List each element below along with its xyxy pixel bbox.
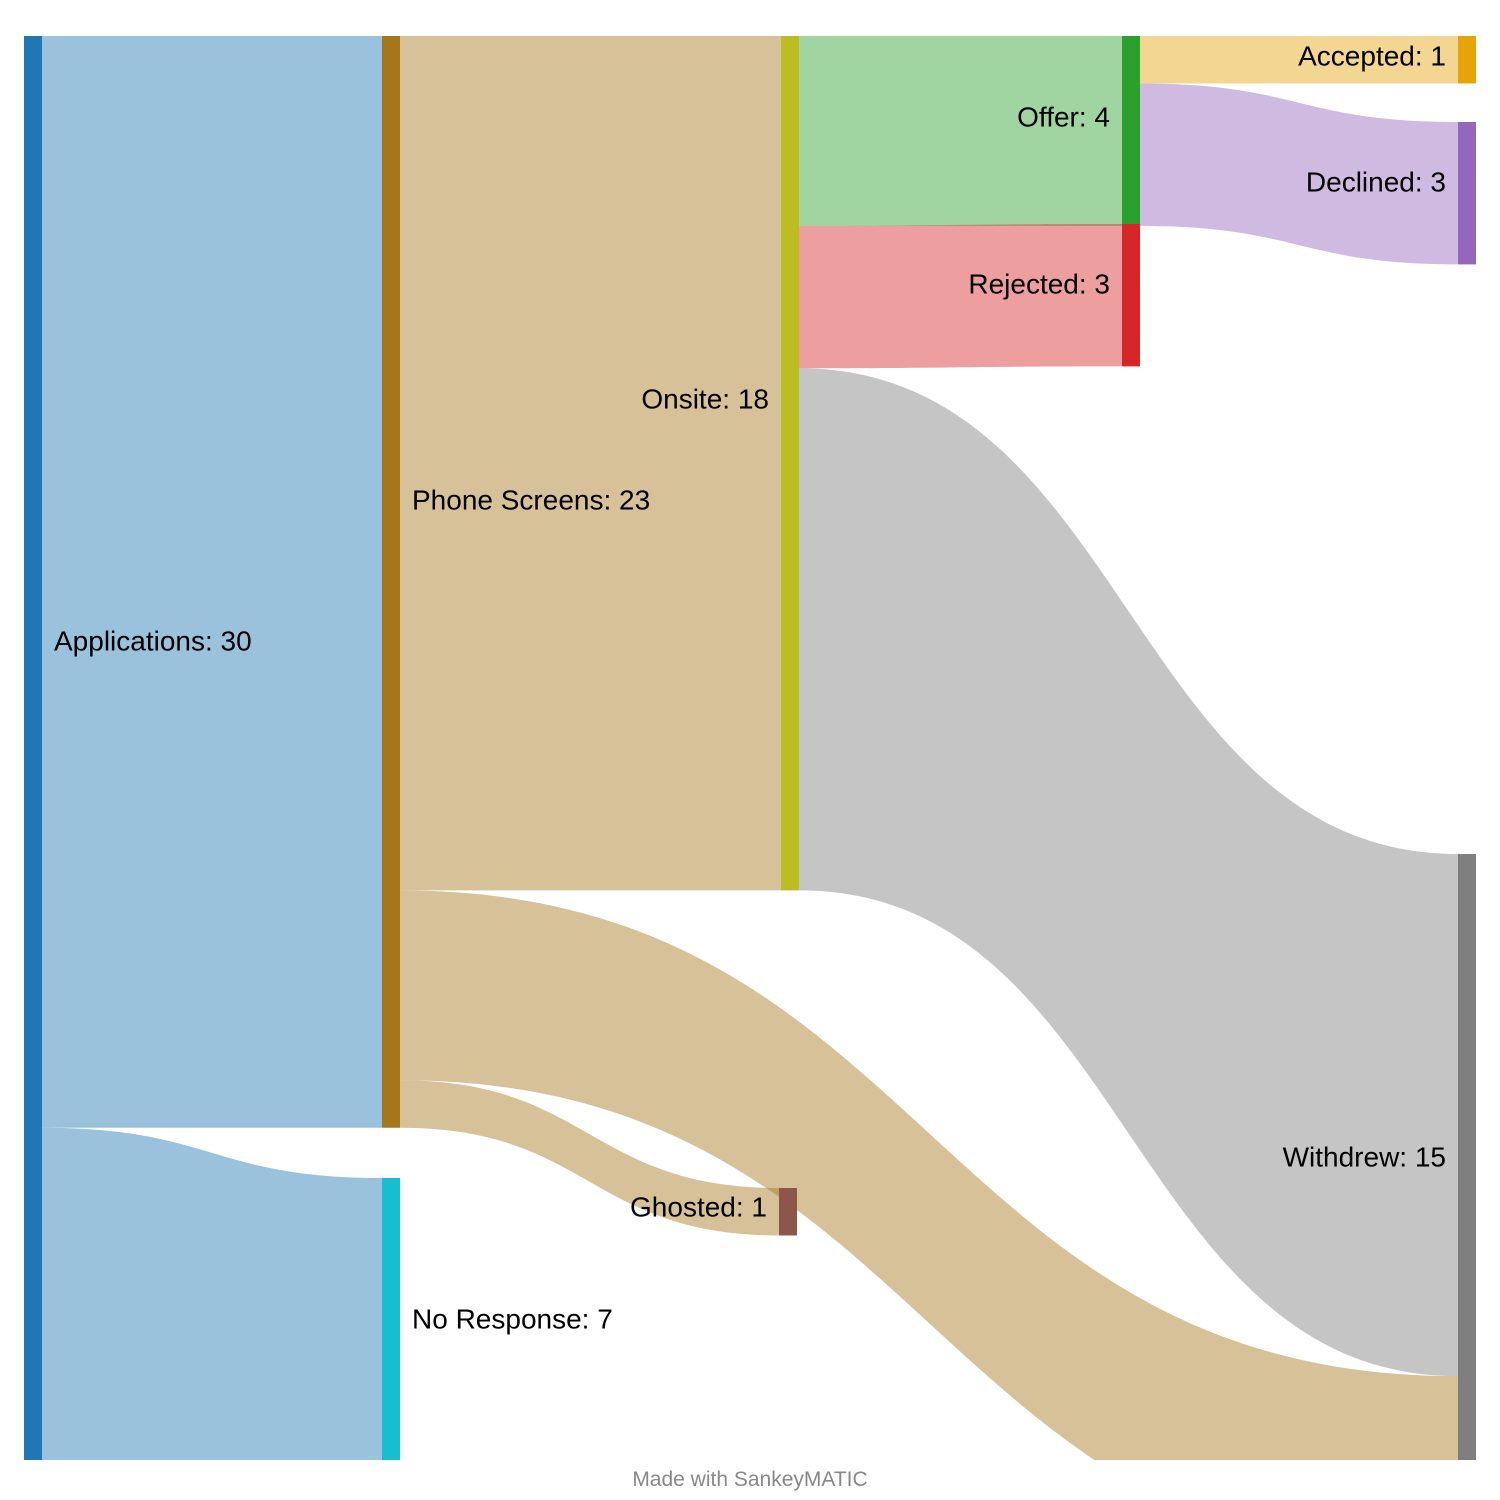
- node-label-phone_screens: Phone Screens: 23: [412, 485, 650, 516]
- node-accepted: [1458, 36, 1476, 84]
- node-label-ghosted: Ghosted: 1: [630, 1192, 767, 1223]
- node-applications: [24, 36, 42, 1460]
- node-rejected: [1122, 224, 1140, 367]
- node-offer: [1122, 36, 1140, 226]
- link-phone_screens-to-withdrew: [400, 890, 1458, 1500]
- link-offer-to-accepted: [1140, 36, 1458, 84]
- node-no_response: [382, 1178, 400, 1500]
- node-declined: [1458, 122, 1476, 265]
- footer-credit: Made with SankeyMATIC: [632, 1468, 868, 1491]
- labels-layer: Applications: 30 Phone Screens: 23 No Resp…: [54, 41, 1446, 1335]
- link-applications-to-no_response: [42, 1127, 382, 1500]
- link-offer-to-declined: [1140, 83, 1458, 265]
- node-label-rejected: Rejected: 3: [968, 269, 1110, 300]
- node-phone_screens: [382, 36, 400, 1128]
- link-onsite-to-rejected: [799, 224, 1122, 369]
- node-label-onsite: Onsite: 18: [641, 384, 769, 415]
- link-onsite-to-withdrew: [799, 368, 1458, 1377]
- nodes-layer: [24, 36, 1476, 1500]
- node-onsite: [781, 36, 799, 891]
- node-ghosted: [779, 1188, 797, 1236]
- node-label-offer: Offer: 4: [1017, 102, 1110, 133]
- links-layer: [42, 36, 1458, 1500]
- node-label-declined: Declined: 3: [1306, 167, 1446, 198]
- node-label-applications: Applications: 30: [54, 626, 252, 657]
- link-onsite-to-offer: [799, 36, 1122, 226]
- link-phone_screens-to-onsite: [400, 36, 781, 891]
- node-label-withdrew: Withdrew: 15: [1283, 1142, 1446, 1173]
- node-label-no_response: No Response: 7: [412, 1304, 613, 1335]
- node-label-accepted: Accepted: 1: [1298, 41, 1446, 72]
- node-withdrew: [1458, 854, 1476, 1500]
- link-phone_screens-to-ghosted: [400, 1080, 779, 1236]
- link-applications-to-phone_screens: [42, 36, 382, 1128]
- sankey-svg: Applications: 30 Phone Screens: 23 No Resp…: [24, 36, 1476, 1500]
